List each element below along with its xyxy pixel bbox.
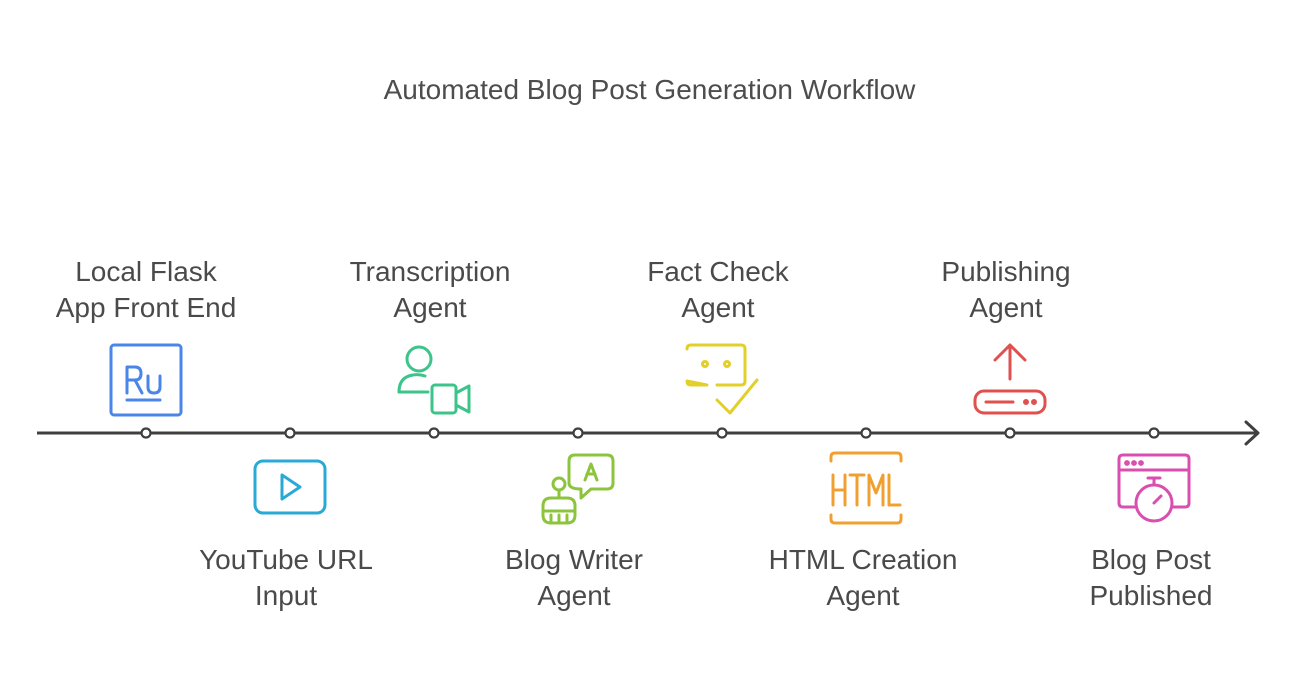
timeline-node-5 — [716, 427, 728, 439]
browser-stopwatch-icon — [1117, 453, 1191, 527]
play-button-icon — [253, 453, 327, 527]
message-check-icon — [685, 343, 759, 417]
step-label-line1: Fact Check — [647, 256, 789, 287]
robot-chat-icon — [541, 453, 615, 527]
step-label-line1: Transcription — [349, 256, 511, 287]
timeline-node-6 — [860, 427, 872, 439]
step-label-youtube-url: YouTube URL Input — [166, 542, 406, 614]
timeline-node-3 — [428, 427, 440, 439]
diagram-title: Automated Blog Post Generation Workflow — [383, 74, 916, 105]
step-label-line2: Agent — [969, 292, 1043, 323]
step-label-html-creation: HTML Creation Agent — [743, 542, 983, 614]
timeline-node-4 — [572, 427, 584, 439]
step-label-line1: Publishing — [941, 256, 1071, 287]
timeline-arrowhead — [1244, 420, 1260, 446]
step-label-line2: Published — [1089, 580, 1213, 611]
upload-router-icon — [973, 343, 1047, 417]
step-label-line2: Agent — [393, 292, 467, 323]
step-label-blog-writer: Blog Writer Agent — [454, 542, 694, 614]
step-label-publishing: Publishing Agent — [886, 254, 1126, 326]
timeline-node-8 — [1148, 427, 1160, 439]
step-label-line2: Input — [254, 580, 318, 611]
step-label-line2: Agent — [681, 292, 755, 323]
html-document-icon — [829, 451, 903, 527]
step-label-fact-check: Fact Check Agent — [598, 254, 838, 326]
step-label-line1: YouTube URL — [199, 544, 373, 575]
step-label-line2: App Front End — [55, 292, 237, 323]
timeline-node-7 — [1004, 427, 1016, 439]
step-label-line1: HTML Creation — [768, 544, 958, 575]
timeline-node-2 — [284, 427, 296, 439]
step-label-line2: Agent — [537, 580, 611, 611]
step-label-line1: Local Flask — [75, 256, 217, 287]
user-video-icon — [397, 343, 471, 417]
step-label-local-flask: Local Flask App Front End — [26, 254, 266, 326]
step-label-line1: Blog Writer — [505, 544, 643, 575]
step-label-line2: Agent — [826, 580, 900, 611]
step-label-blog-post-published: Blog Post Published — [1031, 542, 1271, 614]
step-label-line1: Blog Post — [1091, 544, 1211, 575]
step-label-transcription: Transcription Agent — [310, 254, 550, 326]
adobe-rush-icon — [109, 343, 183, 417]
timeline-node-1 — [140, 427, 152, 439]
